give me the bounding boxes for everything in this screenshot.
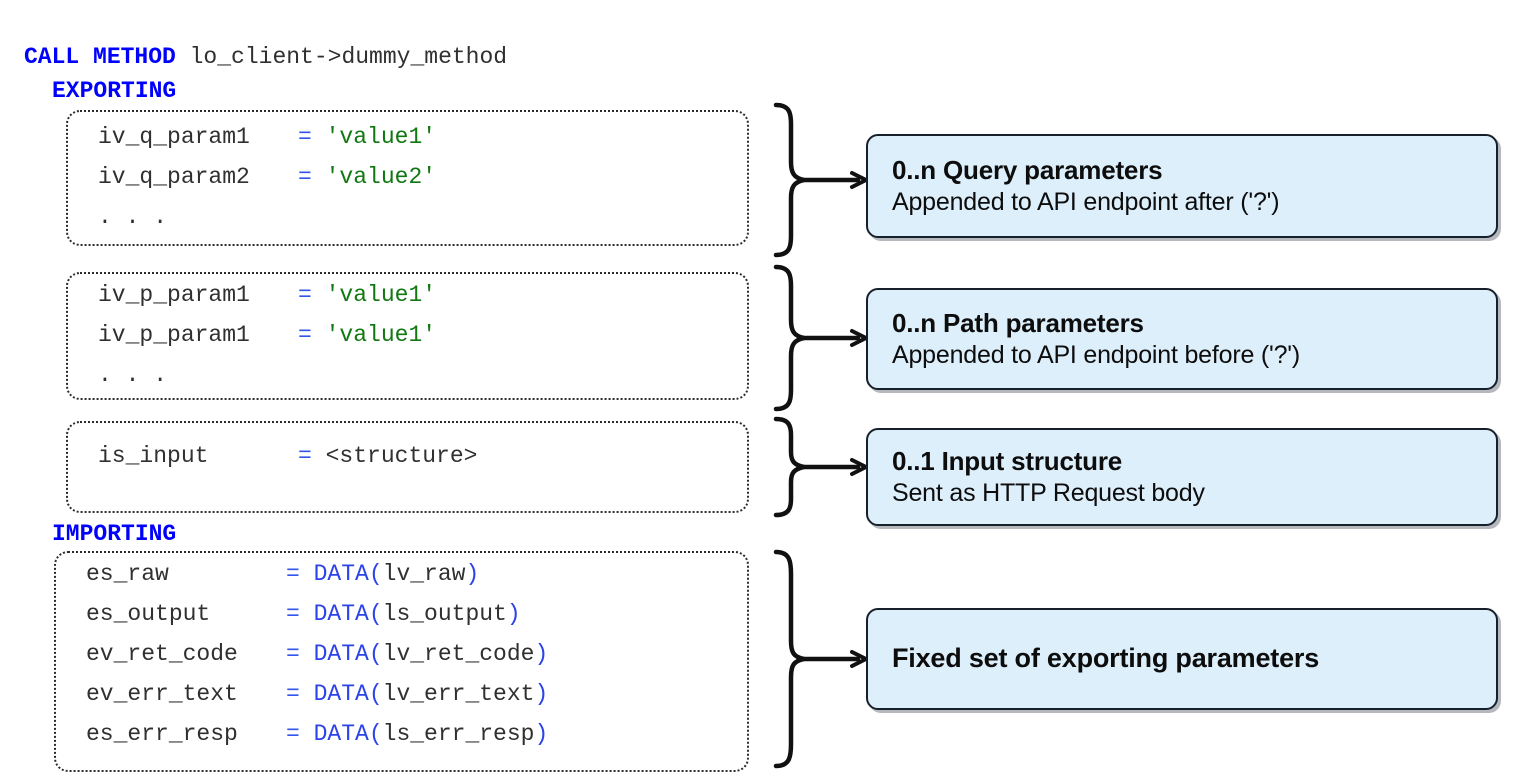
param-ellipsis: . . .: [98, 204, 168, 230]
param-operator: =: [286, 601, 300, 627]
param-name: es_err_resp: [86, 721, 238, 747]
param-ellipsis: . . .: [98, 362, 168, 388]
param-operator: =: [298, 164, 312, 190]
param-arg: lv_ret_code: [382, 641, 535, 667]
param-operator: =: [298, 124, 312, 150]
callout-title: 0..n Query parameters: [892, 154, 1163, 185]
param-row: es_output = DATA(ls_output): [86, 601, 521, 627]
param-value: <structure>: [325, 443, 478, 469]
param-value: 'value2': [325, 164, 437, 190]
param-name: iv_p_param1: [98, 282, 250, 308]
importing-keyword: IMPORTING: [52, 521, 177, 547]
param-operator: =: [286, 681, 300, 707]
param-arg: lv_err_text: [382, 681, 535, 707]
param-row: es_err_resp = DATA(ls_err_resp): [86, 721, 548, 747]
param-operator: =: [298, 282, 312, 308]
param-arg: lv_raw: [382, 561, 466, 587]
param-row: iv_q_param1 = 'value1': [98, 124, 436, 150]
param-operator: =: [286, 721, 300, 747]
param-row: iv_q_param2 = 'value2': [98, 164, 436, 190]
call-method-keyword: CALL METHOD: [24, 44, 176, 70]
param-fn: DATA(: [313, 681, 383, 707]
param-group-path-parameters: iv_p_param1 = 'value1' iv_p_param1 = 'valu…: [66, 272, 749, 400]
param-row: iv_p_param1 = 'value1': [98, 282, 436, 308]
param-row: iv_p_param1 = 'value1': [98, 322, 436, 348]
param-operator: =: [286, 641, 300, 667]
callout-subtitle: Sent as HTTP Request body: [892, 479, 1205, 507]
callout-path-parameters: 0..n Path parameters Appended to API end…: [866, 288, 1498, 390]
callout-title: 0..1 Input structure: [892, 445, 1123, 476]
call-method-statement: CALL METHOD lo_client->dummy_method: [24, 44, 507, 70]
param-fn-close: ): [534, 641, 549, 667]
param-name: es_output: [86, 601, 211, 627]
param-group-query-parameters: iv_q_param1 = 'value1' iv_q_param2 = 'valu…: [66, 110, 749, 246]
param-group-importing-parameters: es_raw= DATA(lv_raw) es_output= DATA(ls_…: [54, 551, 749, 772]
param-value: 'value1': [325, 282, 437, 308]
param-name: iv_q_param2: [98, 164, 250, 190]
param-fn: DATA(: [313, 561, 383, 587]
param-arg: ls_err_resp: [382, 721, 535, 747]
callout-input-structure: 0..1 Input structure Sent as HTTP Reques…: [866, 428, 1498, 526]
param-name: ev_err_text: [86, 681, 238, 707]
param-row: ev_err_text = DATA(lv_err_text): [86, 681, 548, 707]
param-value: 'value1': [325, 322, 437, 348]
param-name: iv_q_param1: [98, 124, 250, 150]
callout-importing-parameters: Fixed set of exporting parameters: [866, 608, 1498, 710]
param-arg: ls_output: [382, 601, 507, 627]
param-fn: DATA(: [313, 721, 383, 747]
call-method-target: lo_client->dummy_method: [175, 44, 508, 70]
param-row: is_input = <structure>: [98, 443, 477, 469]
callout-title: Fixed set of exporting parameters: [892, 643, 1320, 674]
callout-query-parameters: 0..n Query parameters Appended to API en…: [866, 134, 1498, 238]
callout-subtitle: Appended to API endpoint after ('?'): [892, 188, 1280, 216]
param-fn: DATA(: [313, 601, 383, 627]
param-name: iv_p_param1: [98, 322, 250, 348]
param-value: 'value1': [325, 124, 437, 150]
param-row: ev_ret_code = DATA(lv_ret_code): [86, 641, 548, 667]
param-name: is_input: [98, 443, 209, 469]
code-panel: CALL METHOD lo_client->dummy_method EXPO…: [24, 44, 749, 772]
param-fn-close: ): [534, 681, 549, 707]
param-fn-close: ): [534, 721, 549, 747]
callout-title: 0..n Path parameters: [892, 307, 1144, 338]
exporting-keyword: EXPORTING: [52, 78, 177, 104]
param-fn: DATA(: [313, 641, 383, 667]
param-operator: =: [298, 322, 312, 348]
param-name: ev_ret_code: [86, 641, 238, 667]
param-fn-close: ): [465, 561, 480, 587]
callout-subtitle: Appended to API endpoint before ('?'): [892, 341, 1301, 369]
param-fn-close: ): [506, 601, 521, 627]
param-name: es_raw: [86, 561, 169, 587]
param-group-input-structure: is_input = <structure>: [66, 421, 749, 513]
param-operator: =: [298, 443, 312, 469]
param-operator: =: [286, 561, 300, 587]
param-row: es_raw = DATA(lv_raw): [86, 561, 479, 587]
